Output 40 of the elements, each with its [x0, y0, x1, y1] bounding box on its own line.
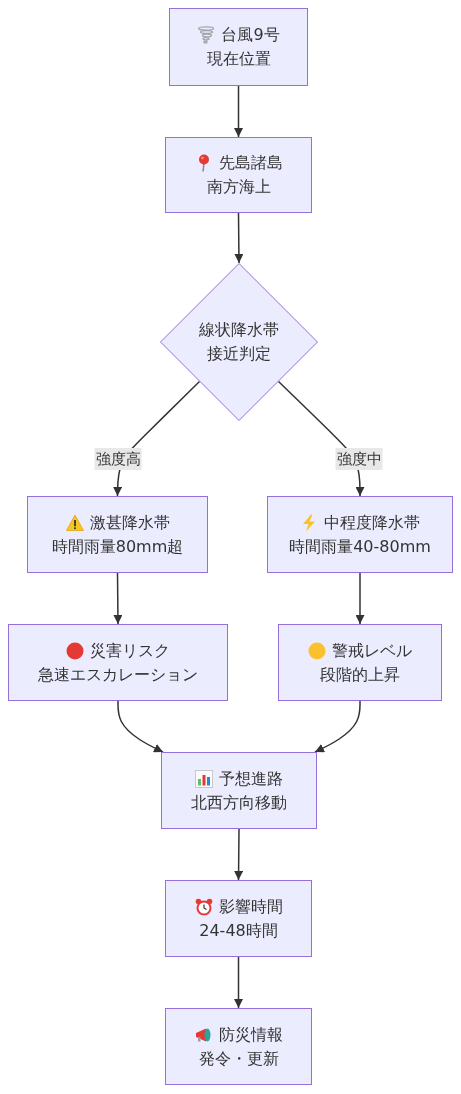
node-text: 南方海上	[206, 176, 271, 198]
node-text: 災害リスク	[90, 639, 170, 662]
decision-diamond	[160, 263, 318, 421]
process-box	[169, 8, 308, 86]
node-text: 時間雨量80mm超	[51, 535, 184, 558]
node-text: 警戒レベル	[332, 639, 412, 662]
process-box	[165, 137, 312, 213]
process-box	[27, 496, 208, 573]
node-text: 台風9号	[221, 24, 280, 46]
node-text: 激甚降水帯	[89, 511, 170, 534]
arrow	[234, 212, 244, 264]
edge-label: 強度高	[94, 448, 142, 470]
node-text: 時間雨量40-80mm	[289, 535, 431, 558]
edge-label: 強度中	[335, 448, 383, 470]
node-text: 予想進路	[219, 767, 283, 790]
arrow	[234, 956, 243, 1009]
node-text: 24-48時間	[199, 919, 278, 942]
arrow	[117, 700, 164, 753]
process-box	[278, 624, 442, 701]
arrow	[355, 572, 365, 625]
process-box	[8, 624, 228, 701]
node-text: 影響時間	[218, 895, 283, 918]
arrow	[113, 572, 123, 625]
process-box	[267, 496, 453, 573]
node-text: 北西方向移動	[191, 791, 287, 814]
process-box	[165, 880, 312, 957]
node-text: 急速エスカレーション	[38, 663, 198, 686]
arrow	[234, 85, 243, 138]
node-text: 中程度降水帯	[324, 511, 420, 534]
process-box	[165, 1008, 312, 1085]
node-text: 先島諸島	[218, 152, 283, 174]
node-text: 発令・更新	[198, 1047, 279, 1070]
node-text: 接近判定	[207, 343, 271, 365]
node-text: 防災情報	[218, 1023, 283, 1046]
arrow	[314, 700, 361, 753]
node-text: 段階的上昇	[320, 663, 400, 686]
node-text: 線状降水帯	[199, 319, 279, 341]
arrow	[234, 828, 244, 881]
node-text: 現在位置	[206, 48, 271, 70]
process-box	[161, 752, 317, 829]
